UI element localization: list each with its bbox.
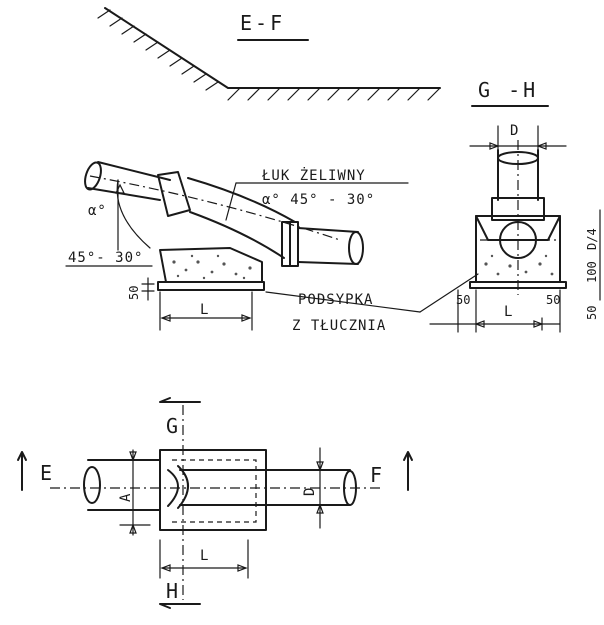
section-gh-title: G -H [471,78,549,107]
dim-d-plan-value: D [302,487,318,496]
dim-l-plan-value: L [200,548,209,564]
dim-right-top-value: D/4 [585,228,599,250]
bedding-label-2: Z TŁUCZNIA [292,318,386,334]
dim-gh-right: 50 100 D/4 [585,209,601,320]
bedding-label-1: PODSYPKA [298,292,373,308]
dim-base-height-value: 50 [127,286,141,300]
dim-a-value: A [118,493,134,502]
plan-letter-f: F [370,463,385,487]
elevation-bend [84,161,364,291]
dim-base-height: 50 [127,277,155,301]
bedding-callout: PODSYPKA Z TŁUCZNIA [265,273,479,334]
dim-right-bottom-value: 50 [585,306,599,320]
plan-letter-g: G [166,414,181,438]
plan-letter-e: E [40,461,55,485]
plan-letter-h: H [166,579,181,603]
dim-right-mid-value: 100 [585,261,599,283]
arc-angle-label: α° 45° - 30° [262,192,375,208]
dim-gh-bottom: 50 L 50 [429,289,561,333]
arc-pipe-label: ŁUK ŻELIWNY [261,166,366,184]
dim-d-section-value: D [510,123,519,139]
cross-section-gh [469,125,567,295]
dim-side-right-value: 50 [546,293,560,307]
plan-view [17,397,413,609]
section-gh-label: G -H [478,78,538,102]
dim-l-section-value: L [504,304,513,320]
section-ef-label: E-F [240,11,285,35]
angle-symbol: α° [88,203,107,219]
dim-l-elevation: L [159,291,253,331]
angle-range: 45°- 30° [68,250,143,266]
dim-side-left-value: 50 [456,293,470,307]
section-ef-title: E-F [237,11,309,41]
dim-l-elevation-value: L [200,302,209,318]
arc-pipe-callout: ŁUK ŻELIWNY α° 45° - 30° [225,166,409,221]
terrain-slope [97,7,441,101]
